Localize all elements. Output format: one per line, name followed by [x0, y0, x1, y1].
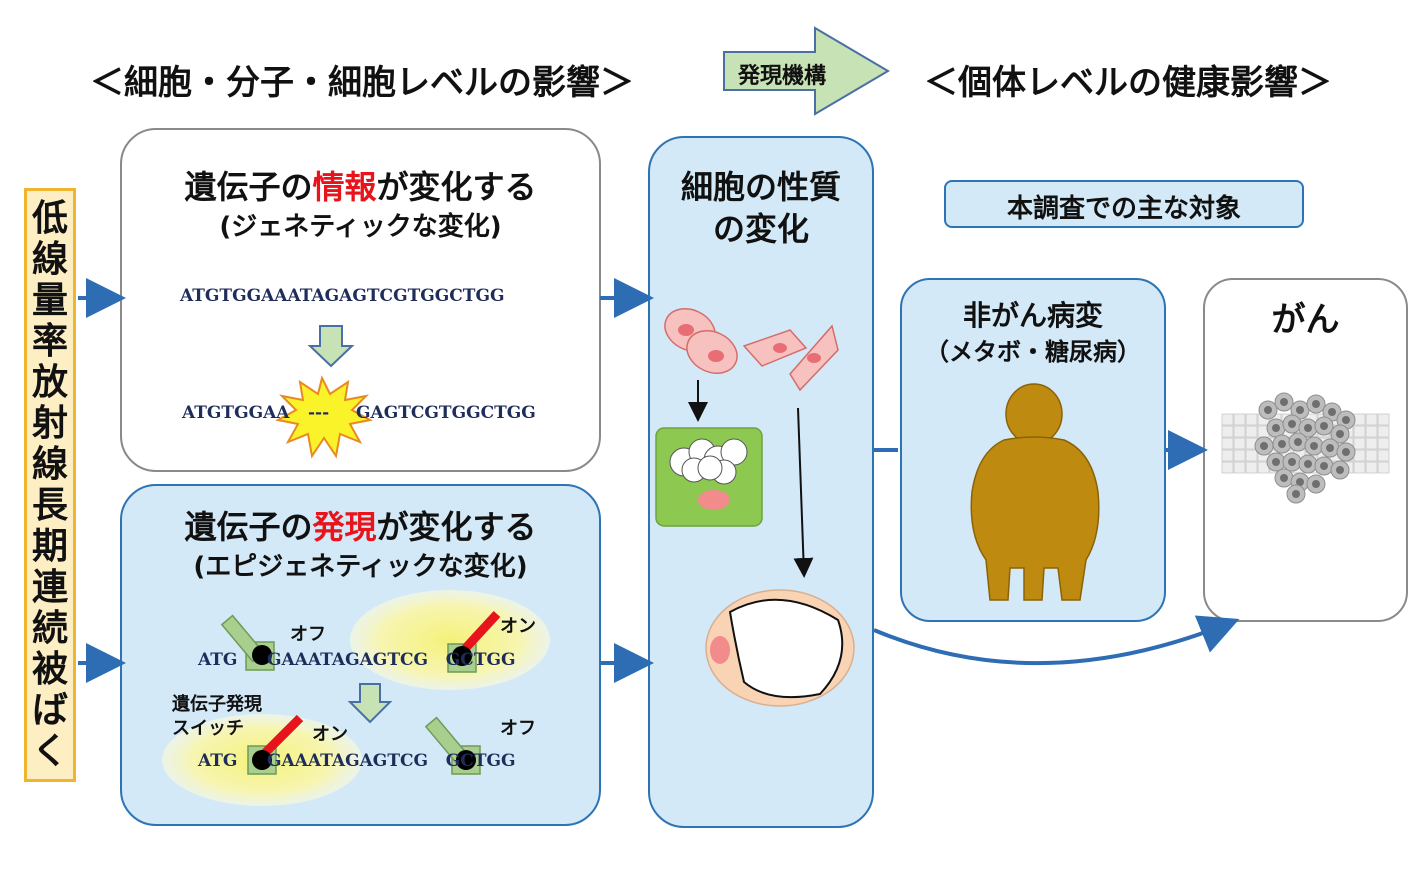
arrow-cell-to-cancer-curve	[873, 615, 1240, 666]
epigenetic-title-pre: 遺伝子の	[184, 508, 313, 546]
cell-title-line1: 細胞の性質	[680, 168, 841, 206]
exposure-char: 低	[31, 198, 68, 239]
genetic-title-post: が変化する	[376, 168, 537, 206]
exposure-char: 線	[31, 444, 68, 485]
on-label-top: オン	[500, 616, 536, 637]
epigenetic-subtitle: (エピジェネティックな変化)	[193, 552, 528, 582]
dna-sequence-top: ATG GAAATAGAGTCG GCTGG	[198, 650, 516, 670]
exposure-char: 連	[31, 567, 68, 608]
genetic-subtitle: (ジェネティックな変化)	[219, 212, 502, 242]
target-badge-label: 本調査での主な対象	[1006, 194, 1241, 224]
switch-label-line1: 遺伝子発現	[172, 694, 262, 715]
exposure-char: 量	[31, 280, 68, 321]
exposure-char: 被	[31, 649, 68, 690]
exposure-label-box	[24, 188, 76, 782]
header-right-title: ＜個体レベルの健康影響＞	[924, 63, 1332, 103]
dna-sequence-after-right: GAGTCGTGGCTGG	[356, 403, 536, 423]
dna-sequence-after-left: ATGTGGAA	[182, 403, 290, 423]
exposure-char: 射	[31, 403, 68, 444]
dna-sequence-before: ATGTGGAAATAGAGTCGTGGCTGG	[180, 286, 505, 306]
off-label-top: オフ	[290, 624, 326, 645]
cancer-title: がん	[1271, 300, 1340, 340]
target-badge	[944, 180, 1304, 228]
exposure-char: 続	[31, 608, 68, 649]
non-cancer-title: 非がん病変	[962, 299, 1103, 332]
exposure-label-text: 低 線 量 率 放 射 線 長 期 連 続 被 ば く	[24, 198, 76, 772]
exposure-char: ば	[31, 690, 68, 731]
cell-title-line2: の変化	[712, 210, 809, 248]
epigenetic-title-em: 発現	[312, 508, 377, 546]
epigenetic-title: 遺伝子の発現が変化する	[120, 502, 601, 548]
header-left-title: ＜細胞・分子・細胞レベルの影響＞	[90, 63, 634, 103]
exposure-char: く	[31, 731, 68, 772]
epigenetic-title-post: が変化する	[376, 508, 537, 546]
on-label-bottom: オン	[312, 724, 348, 745]
exposure-char: 放	[31, 362, 68, 403]
switch-label-line2: スイッチ	[172, 718, 244, 739]
dna-sequence-bottom: ATG GAAATAGAGTCG GCTGG	[198, 751, 516, 771]
dna-sequence-after-dash: ---	[308, 403, 330, 423]
header-arrow-label: 発現機構	[738, 64, 827, 89]
off-label-bottom: オフ	[500, 718, 536, 739]
non-cancer-subtitle: （メタボ・糖尿病）	[925, 338, 1141, 366]
genetic-title: 遺伝子の情報が変化する	[120, 162, 601, 208]
exposure-char: 率	[31, 321, 68, 362]
genetic-title-em: 情報	[312, 168, 377, 206]
exposure-char: 線	[31, 239, 68, 280]
exposure-char: 期	[31, 526, 68, 567]
exposure-char: 長	[31, 485, 68, 526]
genetic-title-pre: 遺伝子の	[184, 168, 313, 206]
